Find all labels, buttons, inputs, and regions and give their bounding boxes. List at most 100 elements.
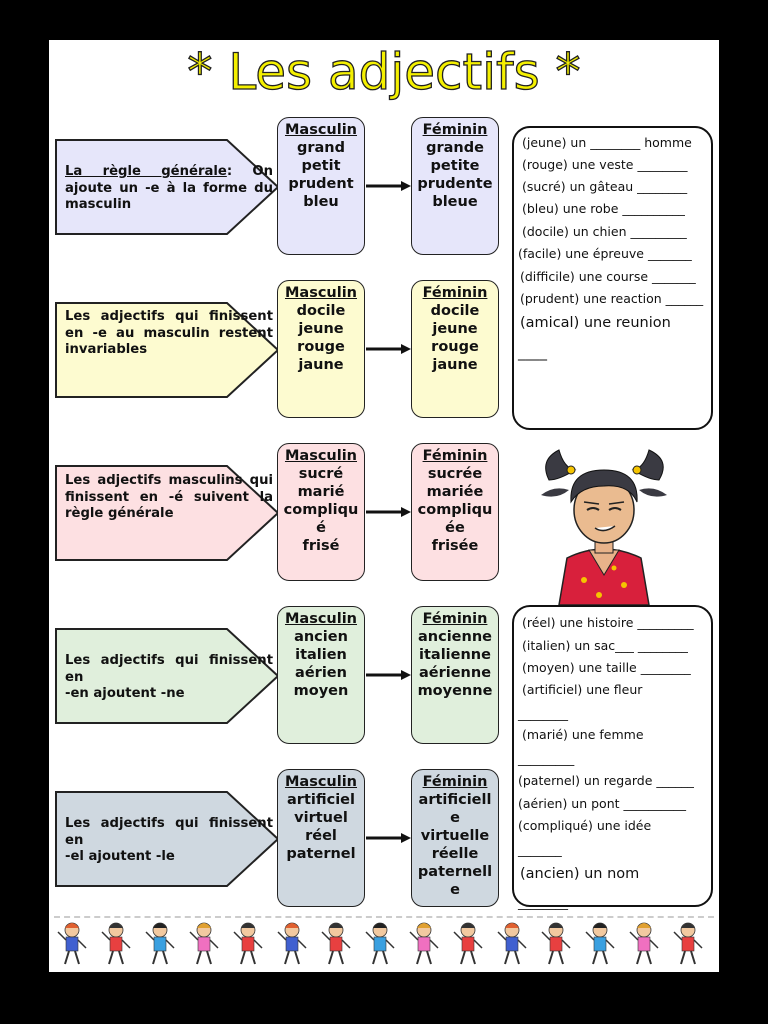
kids-border-illustration [54, 916, 714, 965]
exercise-item: (bleu) une robe __________ [522, 201, 685, 216]
adjective-form: grand [296, 140, 346, 156]
adjective-form: artificiell [418, 792, 492, 808]
exercise-item: (prudent) une reaction ______ [520, 291, 704, 306]
adjective-form: e [450, 882, 460, 898]
adjective-form: grande [426, 140, 484, 156]
rule-body: Les adjectifs qui finissent en -en ajout… [65, 653, 273, 701]
rule-arrow-4: Les adjectifs qui finissent en -en ajout… [55, 628, 281, 724]
rule-heading: La règle générale [65, 164, 227, 179]
exercise-item: (difficile) une course _______ [520, 269, 696, 284]
exercise-item: (compliqué) une idée [518, 818, 652, 833]
adjective-form: réel [305, 828, 337, 844]
column-header: Masculin [284, 122, 358, 138]
column-header: Masculin [284, 285, 358, 301]
column-header: Masculin [284, 448, 358, 464]
adjective-form: e [450, 810, 460, 826]
kid-figure [189, 922, 219, 965]
exercise-item: (docile) un chien _________ [522, 224, 687, 239]
exercise-item: (amical) une reunion [520, 315, 671, 331]
column-header: Féminin [422, 122, 488, 138]
page-title: * Les adjectifs * [187, 42, 581, 101]
exercise-item: _________ [518, 751, 575, 766]
exercise-item: ____ [518, 345, 547, 361]
arrow-icon [366, 181, 411, 191]
exercise-item: (marié) une femme [522, 727, 644, 742]
kid-figure [365, 922, 395, 965]
exercise-box-1: (jeune) un ________ homme(rouge) une ves… [512, 126, 713, 430]
adjective-form: petit [301, 158, 341, 174]
rule-text: Les adjectifs qui finissent en -el ajout… [65, 816, 273, 866]
exercise-item: (facile) une épreuve _______ [518, 246, 692, 261]
masculin-box-2: Masculin docile jeune rouge jaune [277, 280, 365, 418]
adjective-form: rouge [297, 339, 345, 355]
adjective-form: jaune [298, 357, 344, 373]
worksheet-page: * Les adjectifs * La règle générale: On … [49, 40, 719, 972]
rule-text: Les adjectifs masculins qui finissent en… [65, 473, 273, 523]
adjective-form: aérien [295, 665, 347, 681]
rule-arrow-1: La règle générale: On ajoute un -e à la … [55, 139, 281, 235]
girl-illustration [541, 449, 667, 605]
adjective-form: virtuelle [420, 828, 490, 844]
adjective-form: artificiel [287, 792, 355, 808]
adjective-form: frisé [302, 538, 340, 554]
adjective-form: docile [430, 303, 480, 319]
adjective-form: jeune [298, 321, 344, 337]
exercise-item: (moyen) une taille ________ [522, 660, 691, 675]
adjective-form: réelle [431, 846, 479, 862]
exercise-item: ________ [518, 895, 568, 910]
adjective-form: moyenne [417, 683, 493, 699]
kid-figure [57, 922, 87, 965]
feminin-box-3: Féminin sucrée mariée compliqu ée frisée [411, 443, 499, 581]
adjective-form: bleu [303, 194, 339, 210]
exercise-item: ________ [518, 706, 568, 721]
adjective-form: docile [296, 303, 346, 319]
rule-arrow-3: Les adjectifs masculins qui finissent en… [55, 465, 281, 561]
kid-figure [321, 922, 351, 965]
adjective-form: virtuel [294, 810, 348, 826]
adjective-form: mariée [426, 484, 484, 500]
adjective-form: aérienne [418, 665, 492, 681]
kid-figure [585, 922, 615, 965]
adjective-form: paternel [286, 846, 356, 862]
kid-figure [629, 922, 659, 965]
adjective-form: petite [430, 158, 480, 174]
exercise-item: (ancien) un nom [520, 866, 640, 882]
adjective-form: sucrée [427, 466, 483, 482]
adjective-form: sucré [298, 466, 344, 482]
kid-figure [497, 922, 527, 965]
adjective-form: frisée [431, 538, 479, 554]
kid-figure [233, 922, 263, 965]
adjective-form: compliqu [417, 502, 493, 518]
column-header: Féminin [422, 448, 488, 464]
arrow-icon [366, 833, 411, 843]
rule-arrow-2: Les adjectifs qui finissent en -e au mas… [55, 302, 281, 398]
adjective-form: jaune [432, 357, 478, 373]
kid-figure [101, 922, 131, 965]
rule-arrow-5: Les adjectifs qui finissent en -el ajout… [55, 791, 281, 887]
adjective-form: ancien [294, 629, 348, 645]
rule-body: Les adjectifs qui finissent en -e au mas… [65, 309, 273, 357]
adjective-form: bleue [432, 194, 478, 210]
adjective-form: prudent [288, 176, 354, 192]
adjective-form: ée [445, 520, 465, 536]
adjective-form: ancienne [418, 629, 492, 645]
exercise-item: (artificiel) une fleur [522, 682, 643, 697]
adjective-form: jeune [432, 321, 478, 337]
masculin-box-1: Masculin grand petit prudent bleu [277, 117, 365, 255]
arrow-icon [366, 670, 411, 680]
kid-figure [409, 922, 439, 965]
arrow-icon [366, 507, 411, 517]
rule-body: : On ajoute un -e à la forme du masculin [65, 164, 273, 212]
exercise-item: (aérien) un pont __________ [518, 796, 686, 811]
column-header: Masculin [284, 611, 358, 627]
adjective-form: italien [295, 647, 347, 663]
adjective-form: marié [297, 484, 345, 500]
kid-figure [277, 922, 307, 965]
adjective-form: italienne [419, 647, 491, 663]
column-header: Féminin [422, 611, 488, 627]
